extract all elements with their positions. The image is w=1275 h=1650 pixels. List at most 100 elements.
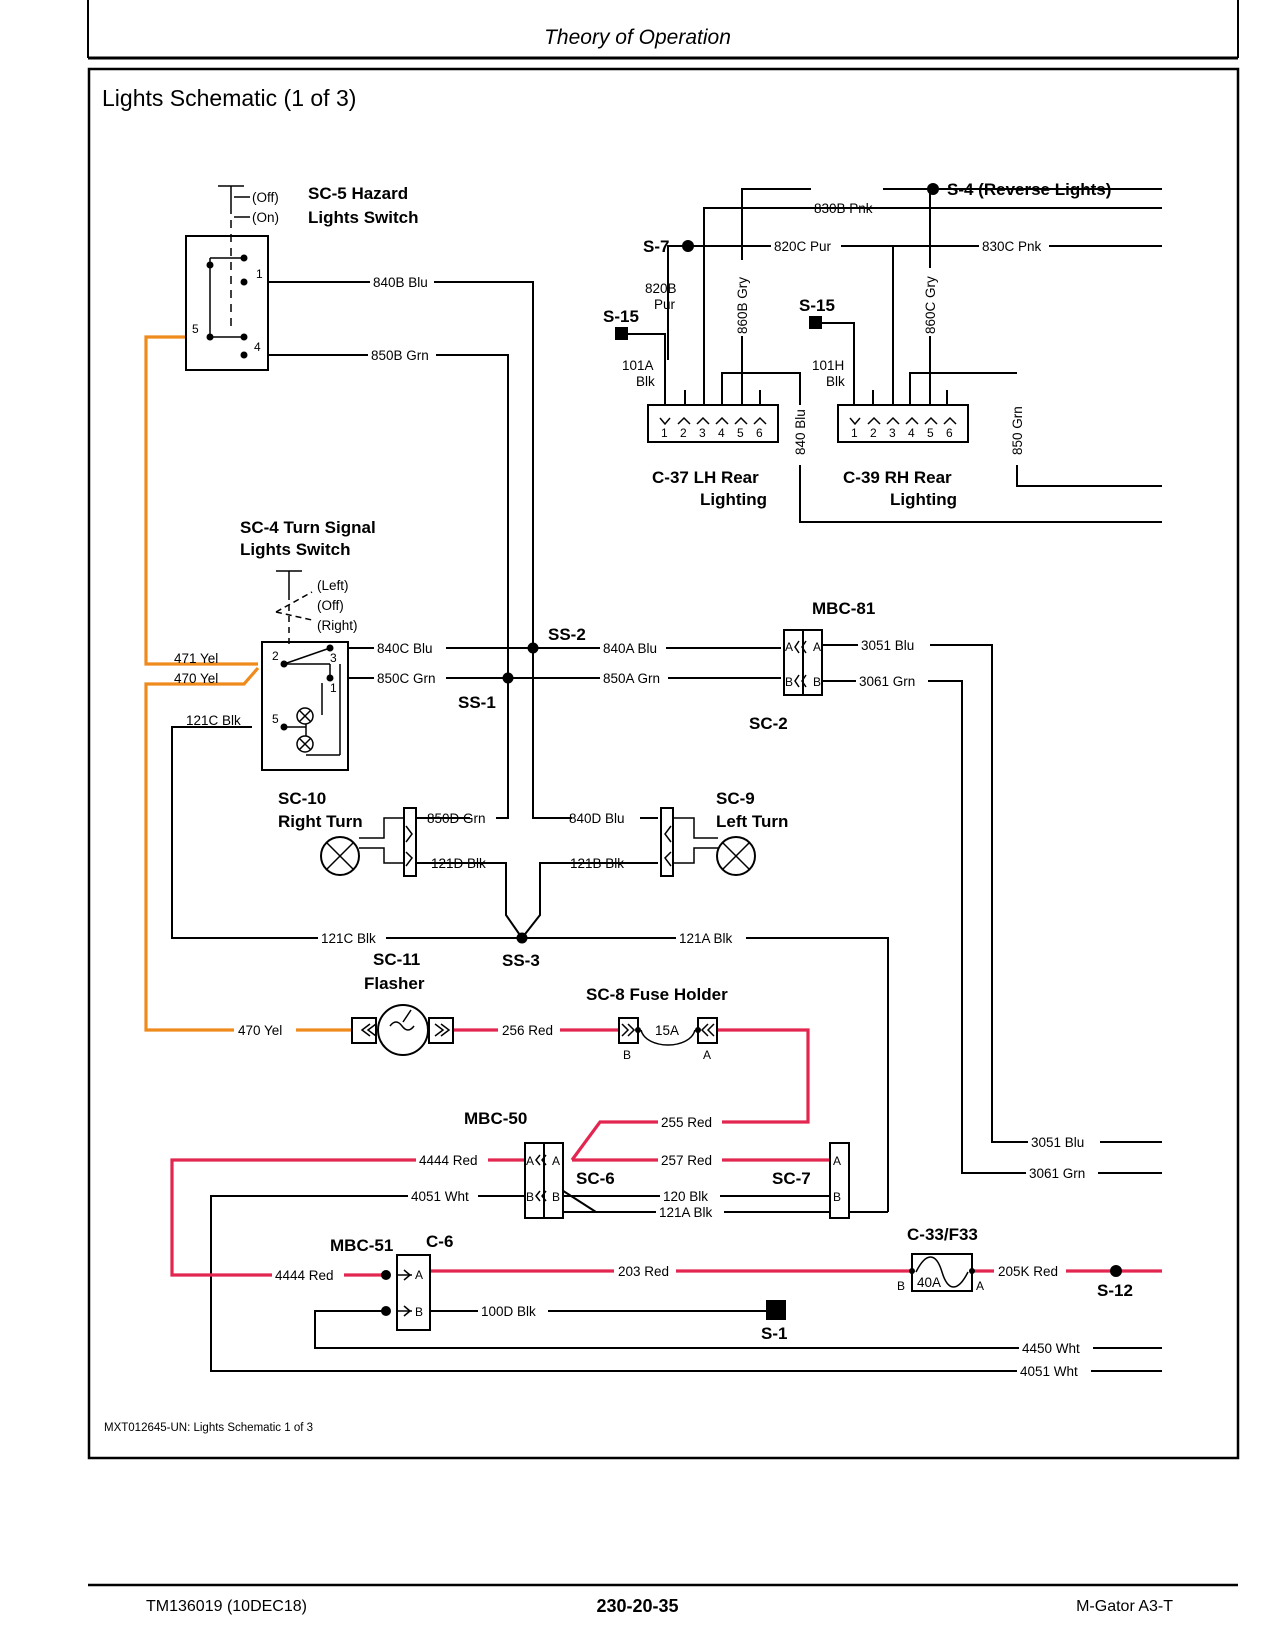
- switch-position: (Right): [317, 618, 358, 633]
- component-label: Lights Switch: [240, 540, 351, 559]
- wire-labels: 840B Blu 850B Grn 830B Pnk 820C Pur 830C…: [174, 181, 1100, 1379]
- sc9-left-turn-lamp: SC-9 Left Turn: [660, 789, 788, 877]
- pin-label: 1: [661, 426, 668, 440]
- pin-label: A: [703, 1048, 711, 1062]
- component-label: SC-4 Turn Signal: [240, 518, 376, 537]
- pin-label: 5: [927, 426, 934, 440]
- wire-label: 4051 Wht: [1020, 1364, 1078, 1379]
- pin-label: 2: [870, 426, 877, 440]
- wire-label: 830B Pnk: [814, 201, 873, 216]
- switch-position: (Off): [317, 598, 344, 613]
- pin-label: B: [833, 1190, 841, 1204]
- pin-label: 5: [272, 712, 279, 726]
- component-label: MBC-50: [464, 1109, 527, 1128]
- component-label: MBC-81: [812, 599, 875, 618]
- pin-label: 4: [908, 426, 915, 440]
- wire-label: 820C Pur: [774, 239, 832, 254]
- wire-label: 121A Blk: [659, 1205, 713, 1220]
- pin-label: B: [552, 1190, 560, 1204]
- component-label: SC-9: [716, 789, 755, 808]
- wire-label: 850A Grn: [603, 671, 660, 686]
- component-label: C-6: [426, 1232, 453, 1251]
- switch-position: (Left): [317, 578, 349, 593]
- c37-connector: 1 2 3 4 5 6 C-37 LH Rear Lighting: [647, 404, 779, 509]
- pin-label: A: [552, 1154, 560, 1168]
- component-label: Lighting: [890, 490, 957, 509]
- pin-label: B: [623, 1048, 631, 1062]
- pin-label: 1: [256, 267, 263, 281]
- wire-label: 3051 Blu: [861, 638, 914, 653]
- pin-label: 3: [330, 651, 337, 665]
- wire-label: 205K Red: [998, 1264, 1058, 1279]
- mbc51-connector: A B MBC-51 C-6: [330, 1232, 453, 1331]
- wire-label: 850 Grn: [1010, 406, 1025, 455]
- wire-label: 840 Blu: [793, 409, 808, 455]
- sc4-turn-signal-switch: 2 3 1 5 (Left) (Off) (Right) SC-4 Turn S…: [240, 518, 376, 771]
- splice-label: SS-3: [502, 951, 540, 970]
- splice-label: SS-1: [458, 693, 496, 712]
- pin-label: 1: [851, 426, 858, 440]
- pin-label: B: [897, 1279, 905, 1293]
- splice-label: S-15: [799, 296, 835, 315]
- section-title: Lights Schematic (1 of 3): [102, 85, 356, 111]
- wire-label: 4051 Wht: [411, 1189, 469, 1204]
- sc8-fuse-holder: 15A B A SC-8 Fuse Holder: [586, 985, 728, 1062]
- wire-label: 100D Blk: [481, 1304, 536, 1319]
- sc10-right-turn-lamp: SC-10 Right Turn: [278, 789, 417, 877]
- wire-label: 860C Gry: [923, 276, 938, 334]
- pin-label: A: [976, 1279, 984, 1293]
- component-label: SC-10: [278, 789, 326, 808]
- splice-label: S-7: [643, 237, 669, 256]
- wire-label: 840B Blu: [373, 275, 428, 290]
- figure-caption: MXT012645-UN: Lights Schematic 1 of 3: [104, 1422, 313, 1434]
- footer-model: M-Gator A3-T: [1076, 1598, 1173, 1615]
- splices: [502, 183, 1122, 1320]
- pin-label: 4: [254, 340, 261, 354]
- wire-label: 840D Blu: [569, 811, 625, 826]
- wire-label: 850B Grn: [371, 348, 429, 363]
- wire-label: 256 Red: [502, 1023, 553, 1038]
- component-label: C-33/F33: [907, 1225, 978, 1244]
- splice-label: S-1: [761, 1324, 787, 1343]
- wire-label: 257 Red: [661, 1153, 712, 1168]
- wire-label: 820B: [645, 281, 677, 296]
- wire-label: 830C Pnk: [982, 239, 1042, 254]
- pin-label: B: [813, 675, 821, 689]
- pin-label: A: [415, 1268, 423, 1282]
- wire-label: 121D Blk: [431, 856, 486, 871]
- fuse-rating: 15A: [655, 1023, 679, 1038]
- pin-label: 5: [737, 426, 744, 440]
- component-label: SC-11: [373, 950, 420, 969]
- pin-label: 4: [718, 426, 725, 440]
- wire-label: 3061 Grn: [859, 674, 915, 689]
- mbc81-connector: A A B B MBC-81 SC-2: [749, 599, 875, 733]
- pin-label: 2: [680, 426, 687, 440]
- sc5-hazard-switch: 1 4 5 (Off) (On) SC-5 Hazard Lights Swit…: [185, 184, 419, 371]
- wire-label: 4444 Red: [275, 1268, 334, 1283]
- c33-fuse: 40A B A C-33/F33: [897, 1225, 984, 1293]
- component-label: SC-2: [749, 714, 788, 733]
- component-label: MBC-51: [330, 1236, 393, 1255]
- wire-label: Blk: [636, 374, 655, 389]
- component-label: SC-6: [576, 1169, 615, 1188]
- orange-wires: [144, 335, 352, 1032]
- wire-label: 3061 Grn: [1029, 1166, 1085, 1181]
- wire-label: 850D Grn: [427, 811, 486, 826]
- splice-label: S-4 (Reverse Lights): [947, 180, 1111, 199]
- switch-position: (On): [252, 210, 279, 225]
- pin-label: A: [813, 640, 821, 654]
- wire-label: 3051 Blu: [1031, 1135, 1084, 1150]
- pin-label: 6: [946, 426, 953, 440]
- wire-label: 840A Blu: [603, 641, 657, 656]
- wire-label: 101A: [622, 358, 654, 373]
- component-label: SC-7: [772, 1169, 811, 1188]
- sc11-flasher: SC-11 Flasher: [351, 950, 454, 1056]
- component-label: Lights Switch: [308, 208, 419, 227]
- wire-label: 121C Blk: [186, 713, 241, 728]
- wire-label: 121A Blk: [679, 931, 733, 946]
- page-frame: [87, 0, 1240, 1587]
- sc7-connector: A B SC-7: [772, 1142, 850, 1219]
- switch-position: (Off): [252, 190, 279, 205]
- pin-label: A: [526, 1154, 534, 1168]
